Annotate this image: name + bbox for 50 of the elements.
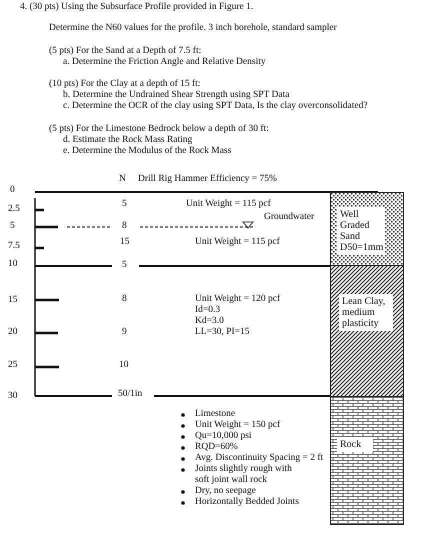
rock-property: Avg. Discontinuity Spacing = 2 ft (195, 453, 324, 464)
depth-label: 30 (8, 391, 18, 402)
rock-property: Joints slightly rough with soft joint wall rock (195, 464, 293, 486)
question-item: d. Estimate the Rock Mass Rating (63, 135, 192, 146)
depth-label: 5 (10, 221, 15, 232)
question-item: e. Determine the Modulus of the Rock Mass (63, 146, 232, 157)
soil-layer-column (330, 192, 404, 266)
depth-label: 20 (8, 327, 18, 338)
column-heading: Drill Rig Hammer Efficiency = 75% (138, 174, 277, 185)
groundwater-label: Groundwater (264, 212, 314, 223)
instruction-text: Determine the N60 values for the profile. 3 inch borehole, standard sampler (49, 23, 337, 34)
rock-property: Dry, no seepage (195, 486, 256, 497)
soil-property: Kd=3.0 (195, 316, 224, 327)
depth-label: 7.5 (8, 241, 20, 252)
soil-property: Unit Weight = 120 pcf (195, 294, 280, 305)
rock-property: RQD=60% (195, 442, 238, 453)
soil-property: Id=0.3 (195, 305, 220, 316)
blow-count: 5 (122, 260, 127, 271)
blow-count: 8 (122, 221, 127, 232)
blow-count: 15 (120, 237, 130, 248)
depth-label: 25 (8, 360, 18, 371)
soil-property: Unit Weight = 115 pcf (195, 237, 280, 248)
depth-label: 15 (8, 295, 18, 306)
blow-count: 9 (122, 327, 127, 338)
question-item: c. Determine the OCR of the clay using SPT Data, Is the clay overconsolidated? (63, 101, 368, 112)
soil-property: Unit Weight = 115 pcf (186, 199, 271, 210)
rock-property: Unit Weight = 150 pcf (195, 420, 280, 431)
soil-property: LL=30, PI=15 (195, 327, 250, 338)
soil-layer-column (330, 396, 404, 525)
part-heading: (5 pts) For the Limestone Bedrock below a depth of 30 ft: (49, 124, 269, 135)
rock-property: Limestone (195, 409, 236, 420)
blow-count: 5 (122, 199, 127, 210)
layer-label: Well Graded Sand D50=1mm (337, 207, 385, 255)
rock-property: Qu=10,000 psi (195, 431, 252, 442)
blow-count: 10 (119, 360, 128, 371)
part-heading: (5 pts) For the Sand at a Depth of 7.5 ft: (49, 46, 202, 57)
rock-property: Horizontally Bedded Joints (195, 497, 299, 508)
depth-label: 0 (10, 185, 15, 196)
soil-layer-column (330, 265, 404, 397)
column-heading: N (119, 174, 126, 185)
layer-label: Rock (337, 437, 373, 452)
part-heading: (10 pts) For the Clay at a depth of 15 ft: (49, 79, 200, 90)
question-heading: 4. (30 pts) Using the Subsurface Profile provided in Figure 1. (20, 2, 254, 13)
question-item: b. Determine the Undrained Shear Strength using SPT Data (63, 90, 290, 101)
layer-label: Lean Clay, medium plasticity (339, 294, 393, 331)
depth-label: 10 (8, 259, 18, 270)
blow-count: 8 (122, 294, 127, 305)
question-item: a. Determine the Friction Angle and Relative Density (63, 57, 266, 68)
depth-label: 2.5 (8, 204, 20, 215)
blow-count: 50/1in (118, 389, 142, 400)
